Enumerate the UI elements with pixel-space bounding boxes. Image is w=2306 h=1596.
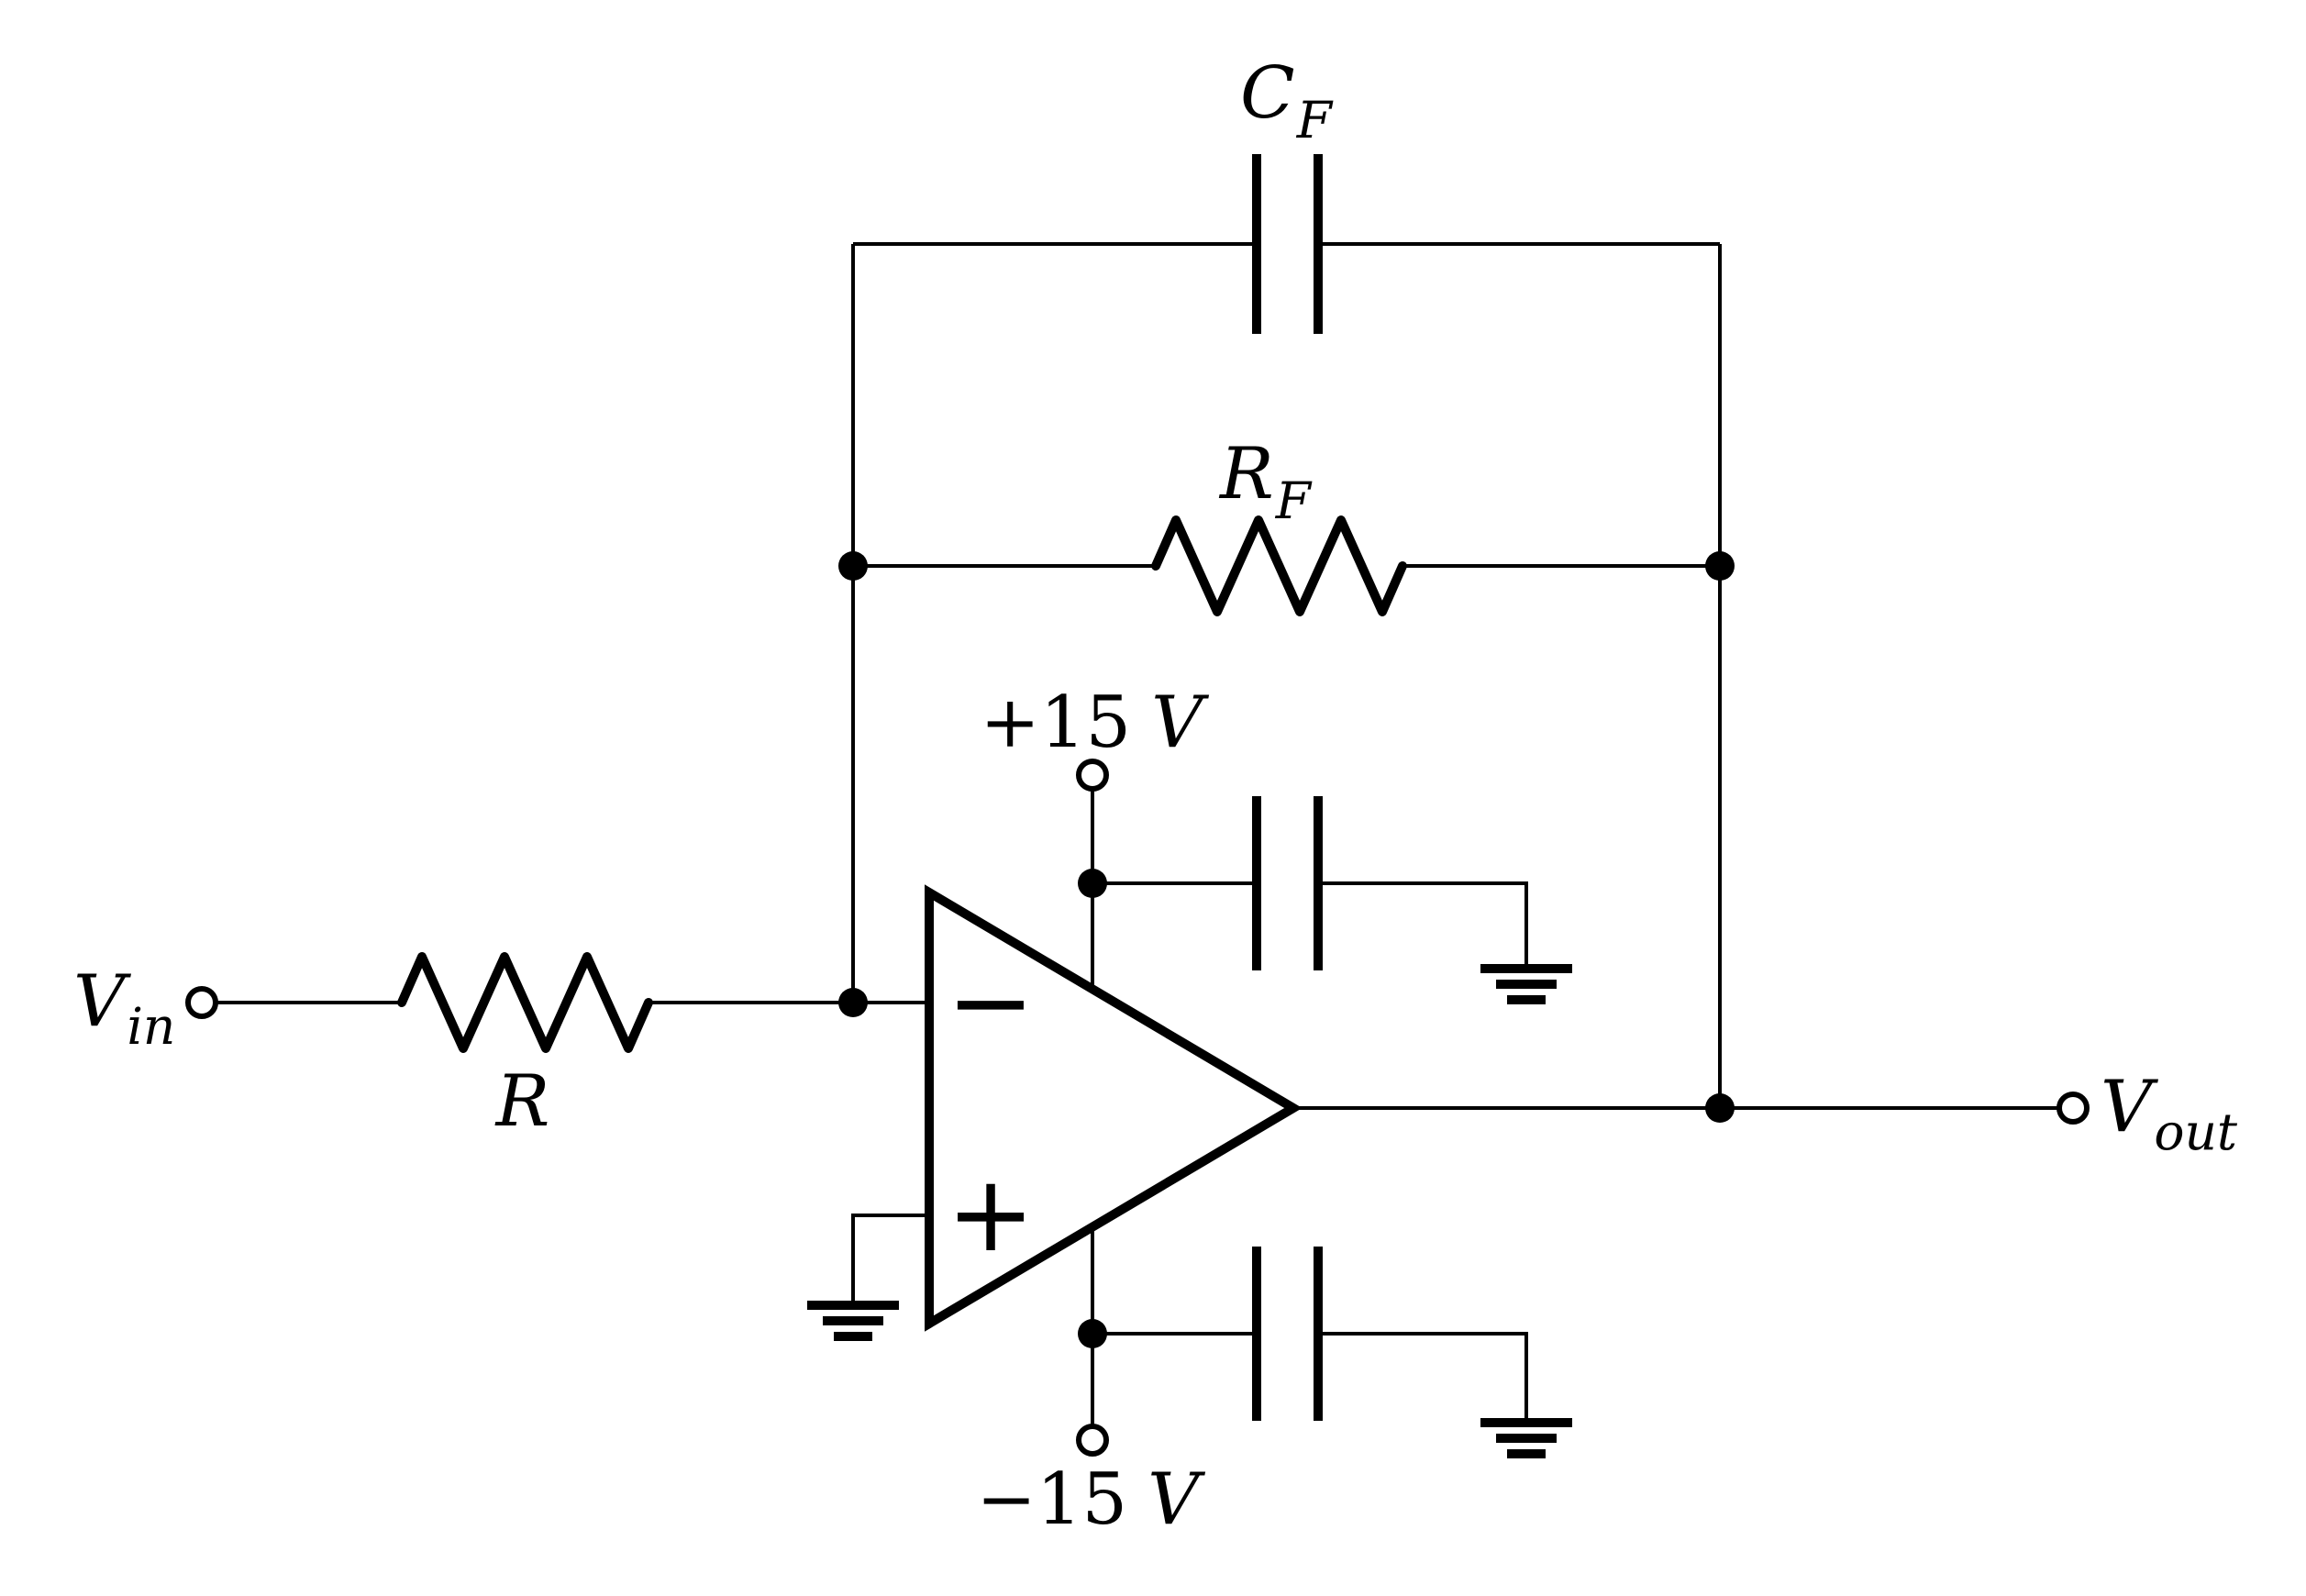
junction-inverting-input	[838, 988, 868, 1017]
junction-feedback-left-rf	[838, 551, 868, 581]
resistor-r	[397, 952, 653, 1053]
opamp-triangle	[925, 884, 1303, 1332]
positive-supply-value: +15	[981, 682, 1132, 764]
rf-symbol: R	[1218, 433, 1274, 515]
capacitor-cf	[1252, 154, 1323, 334]
vout-subscript: out	[2154, 1103, 2238, 1161]
vout-terminal	[2057, 1092, 2090, 1125]
negative-supply-value: −15	[977, 1458, 1128, 1541]
bottom-bypass-wire-right	[1318, 1332, 1528, 1418]
top-bypass-capacitor	[1252, 796, 1323, 970]
junction-feedback-right-rf	[1705, 551, 1735, 581]
resistor-rf	[1151, 515, 1407, 616]
junction-negative-supply	[1078, 1319, 1107, 1348]
vout-label: Vout	[2101, 1066, 2238, 1161]
inverting-input-minus-sign: −	[947, 941, 1035, 1064]
top-bypass-wire-right	[1318, 881, 1528, 964]
ground-bottom-bypass	[1480, 1418, 1572, 1458]
vin-label: Vin	[73, 960, 175, 1056]
ground-noninverting	[807, 1301, 899, 1341]
vin-subscript: in	[127, 997, 175, 1056]
cf-label: CF	[1240, 52, 1334, 150]
vout-symbol: V	[2101, 1066, 2158, 1148]
noninverting-input-plus-sign: +	[947, 1153, 1035, 1276]
noninverting-ground-wire	[851, 1214, 929, 1301]
ground-top-bypass	[1480, 964, 1572, 1004]
junction-output	[1705, 1093, 1735, 1123]
negative-supply-terminal	[1076, 1424, 1109, 1457]
junction-positive-supply	[1078, 869, 1107, 898]
rf-label: RF	[1218, 433, 1313, 530]
negative-supply-unit: V	[1147, 1458, 1205, 1541]
positive-supply-terminal	[1076, 759, 1109, 792]
cf-symbol: C	[1240, 52, 1295, 135]
rf-subscript: F	[1275, 471, 1313, 530]
vin-symbol: V	[73, 960, 131, 1043]
cf-subscript: F	[1296, 91, 1334, 150]
positive-supply-unit: V	[1151, 682, 1209, 764]
bottom-bypass-capacitor	[1252, 1247, 1323, 1421]
resistor-r-label: R	[494, 1060, 550, 1143]
vin-terminal	[185, 986, 218, 1019]
